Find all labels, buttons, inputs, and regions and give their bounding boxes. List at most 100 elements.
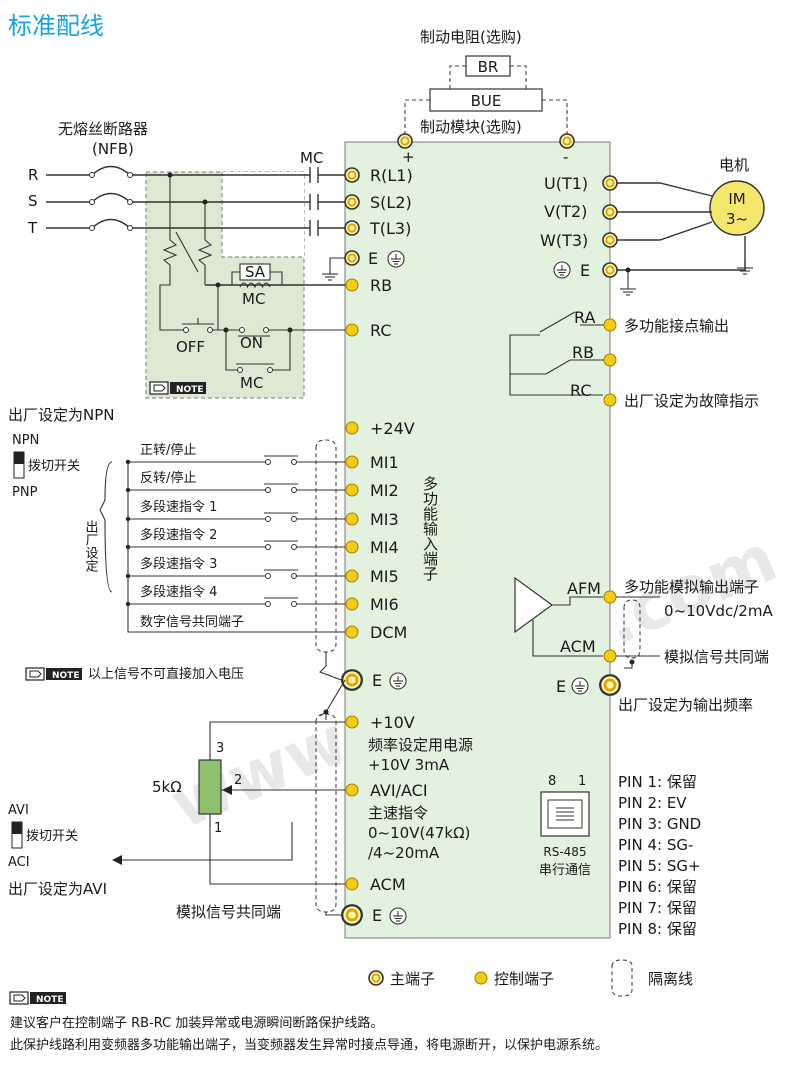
terminal-rc: RC (370, 321, 392, 340)
afm-factory: 出厂设定为输出频率 (618, 696, 753, 714)
terminal-rb-relay: RB (572, 343, 594, 362)
brake-resistor-label: BR (478, 58, 499, 76)
pin-list: PIN 1: 保留 PIN 2: EV PIN 3: GND PIN 4: SG… (618, 773, 701, 938)
minus-label: - (563, 148, 568, 166)
phase-lines: R S T (27, 165, 345, 237)
rs485-port (540, 791, 590, 837)
legend-main: 主端子 (390, 970, 435, 988)
breaker-caption: 无熔丝断路器 (58, 120, 148, 138)
terminal-mi2: MI2 (370, 481, 399, 500)
plus10-desc-2: +10V 3mA (368, 756, 450, 774)
phase-t: T (27, 219, 38, 237)
avi-desc-1: 主速指令 (368, 804, 428, 822)
terminal-v: V(T2) (544, 202, 587, 221)
terminal-mi3: MI3 (370, 510, 399, 529)
pin-5: PIN 5: SG+ (618, 857, 701, 875)
note-voltage: 以上信号不可直接加入电压 (88, 666, 244, 682)
terminal-acm: ACM (370, 875, 406, 894)
rs485-pin8: 8 (548, 774, 556, 789)
potentiometer (198, 759, 222, 815)
terminal-s-l2: S(L2) (370, 193, 412, 212)
page-title: 标准配线 (8, 12, 104, 40)
mi-row-4: 多段速指令 2 MI4 (125, 527, 399, 557)
mi-row-3: 多段速指令 1 MI3 (125, 499, 399, 529)
plus10-desc-1: 频率设定用电源 (368, 736, 473, 754)
mi-desc-5: 多段速指令 3 (140, 556, 217, 572)
sa-label: SA (245, 263, 266, 281)
relay-output: RA RB RC (509, 308, 610, 400)
terminal-e-bottom: E (372, 906, 382, 925)
brake-resistor-caption: 制动电阻(选购) (420, 28, 522, 46)
phase-s: S (28, 192, 38, 210)
on-label: ON (240, 334, 263, 352)
rs485-pin1: 1 (578, 774, 586, 789)
dcm-desc: 数字信号共同端子 (140, 615, 244, 630)
terminal-e-input: E (368, 249, 378, 268)
terminal-10v: +10V (370, 713, 415, 732)
legend-control: 控制端子 (494, 970, 554, 988)
earth-icon (387, 250, 405, 268)
avi-desc-2: 0~10V(47kΩ) (368, 824, 470, 842)
pnp-label: PNP (12, 485, 38, 500)
mi-desc-6: 多段速指令 4 (140, 584, 217, 600)
control-circuit: SA MC OFF ON MC NOTE (149, 172, 345, 395)
terminal-24v: +24V (370, 419, 415, 438)
mi-desc-2: 反转/停止 (140, 470, 196, 486)
brake-module-caption: 制动模块(选购) (420, 118, 522, 136)
pin-4: PIN 4: SG- (618, 836, 693, 854)
terminal-mi6: MI6 (370, 595, 399, 614)
factory-vertical: 出厂设定 (83, 520, 99, 573)
terminal-afm: AFM (567, 579, 601, 598)
relay-factory-desc: 出厂设定为故障指示 (624, 392, 759, 410)
note-badge-text-2: NOTE (52, 671, 79, 681)
avi-desc-3: /4~20mA (368, 844, 440, 862)
terminal-e-mid: E (372, 671, 382, 690)
terminal-r-l1: R(L1) (370, 166, 413, 185)
brake-module-label: BUE (471, 92, 502, 110)
terminal-rc-relay: RC (570, 381, 592, 400)
terminal-plus (397, 133, 413, 149)
npn-switch-label: 拨切开关 (28, 459, 80, 474)
terminal-mi4: MI4 (370, 538, 399, 557)
rs485-label-1: RS-485 (543, 845, 586, 859)
plus-label: + (402, 148, 415, 166)
terminal-minus (559, 133, 575, 149)
afm-desc: 多功能模拟输出端子 (624, 578, 759, 596)
motor-icon (709, 180, 765, 236)
motor-label-1: IM (728, 190, 745, 208)
analog-common: 模拟信号共同端 (176, 903, 281, 921)
motor-caption: 电机 (719, 156, 749, 174)
mi-group-label: 多功能输入端子 (421, 476, 439, 581)
afm-common: 模拟信号共同端 (664, 648, 769, 666)
terminal-dcm: DCM (370, 623, 407, 642)
aci-switch-label: ACI (8, 855, 30, 870)
mi-desc-1: 正转/停止 (140, 442, 196, 458)
mc-contact-label: MC (240, 374, 263, 392)
pin-3: PIN 3: GND (618, 815, 701, 833)
relay-desc: 多功能接点输出 (624, 317, 729, 335)
terminal-w: W(T3) (540, 231, 588, 250)
pot-pin2: 2 (234, 773, 242, 788)
note-badge-text: NOTE (176, 385, 203, 395)
pot-pin1: 1 (214, 821, 222, 836)
terminal-acm-afm: ACM (560, 637, 596, 656)
avi-switch-text: 拨切开关 (26, 829, 78, 844)
npn-factory: 出厂设定为NPN (8, 406, 115, 424)
terminal-rb: RB (370, 276, 392, 295)
terminal-e-afm: E (556, 677, 566, 696)
mi-desc-3: 多段速指令 1 (140, 499, 217, 515)
mi-row-2: 反转/停止 MI2 (125, 470, 399, 500)
afm-range: 0~10Vdc/2mA (664, 602, 773, 620)
avi-factory: 出厂设定为AVI (8, 880, 107, 898)
terminal-avi-aci: AVI/ACI (370, 781, 428, 800)
mi-desc-4: 多段速指令 2 (140, 527, 217, 543)
pot-value: 5kΩ (152, 778, 182, 796)
terminal-mi5: MI5 (370, 567, 399, 586)
legend-shield-icon (611, 959, 633, 997)
phase-r: R (28, 166, 38, 184)
legend-control-terminal-icon (474, 971, 488, 985)
footer-note-2: 此保护线路利用变频器多功能输出端子，当变频器发生异常时接点导通，将电源断开，以保… (10, 1037, 608, 1053)
terminal-e-output: E (580, 261, 590, 280)
legend-shield: 隔离线 (648, 970, 693, 988)
